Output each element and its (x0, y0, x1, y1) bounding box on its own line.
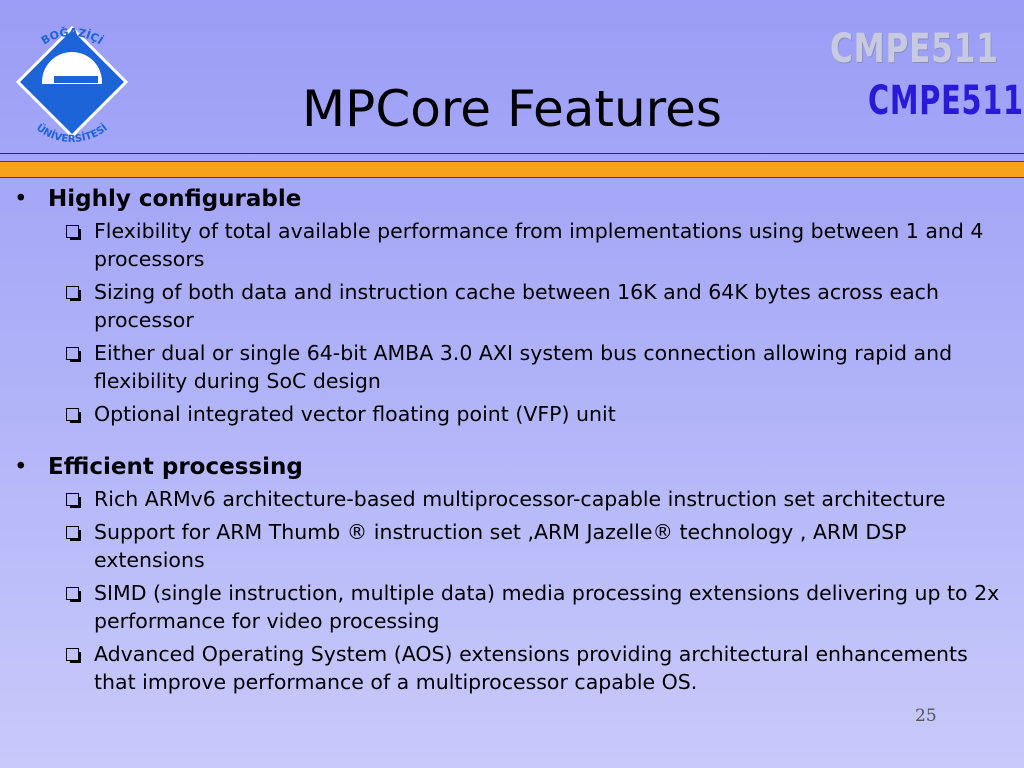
checkbox-bullet-icon (66, 286, 81, 301)
list-item: Advanced Operating System (AOS) extensio… (0, 641, 1000, 696)
list-item: Flexibility of total available performan… (0, 218, 1000, 273)
section-heading: Efficient processing (48, 453, 303, 480)
list-item: SIMD (single instruction, multiple data)… (0, 580, 1000, 635)
slide-title: MPCore Features (302, 80, 722, 138)
section-efficient-processing: • Efficient processing Rich ARMv6 archit… (0, 451, 1000, 697)
university-logo: BOĞAZİÇİ ÜNİVERSİTESİ (15, 25, 129, 145)
course-code-front: CMPE511 (868, 78, 1024, 124)
course-code-back: CMPE511 (830, 26, 999, 72)
list-item: Either dual or single 64-bit AMBA 3.0 AX… (0, 340, 1000, 395)
course-code-logo: CMPE511 CMPE511 (824, 26, 1023, 130)
section-heading: Highly configurable (48, 186, 302, 212)
checkbox-bullet-icon (66, 225, 81, 240)
checkbox-bullet-icon (66, 587, 81, 602)
checkbox-bullet-icon (66, 492, 81, 508)
list-item: Optional integrated vector floating poin… (0, 401, 1000, 429)
page-number: 25 (915, 706, 937, 726)
title-divider (0, 153, 1024, 154)
checkbox-bullet-icon (66, 526, 81, 541)
list-item: Rich ARMv6 architecture-based multiproce… (0, 486, 1000, 514)
list-item: Support for ARM Thumb ® instruction set … (0, 519, 1000, 574)
checkbox-bullet-icon (66, 408, 81, 423)
bullet-icon: • (14, 186, 28, 212)
list-item: Sizing of both data and instruction cach… (0, 279, 1000, 334)
accent-bar (0, 161, 1024, 178)
bullet-icon: • (14, 453, 28, 480)
slide-content: • Highly configurable Flexibility of tot… (0, 183, 1000, 718)
checkbox-bullet-icon (66, 648, 81, 663)
section-highly-configurable: • Highly configurable Flexibility of tot… (0, 183, 1000, 429)
checkbox-bullet-icon (66, 347, 81, 362)
